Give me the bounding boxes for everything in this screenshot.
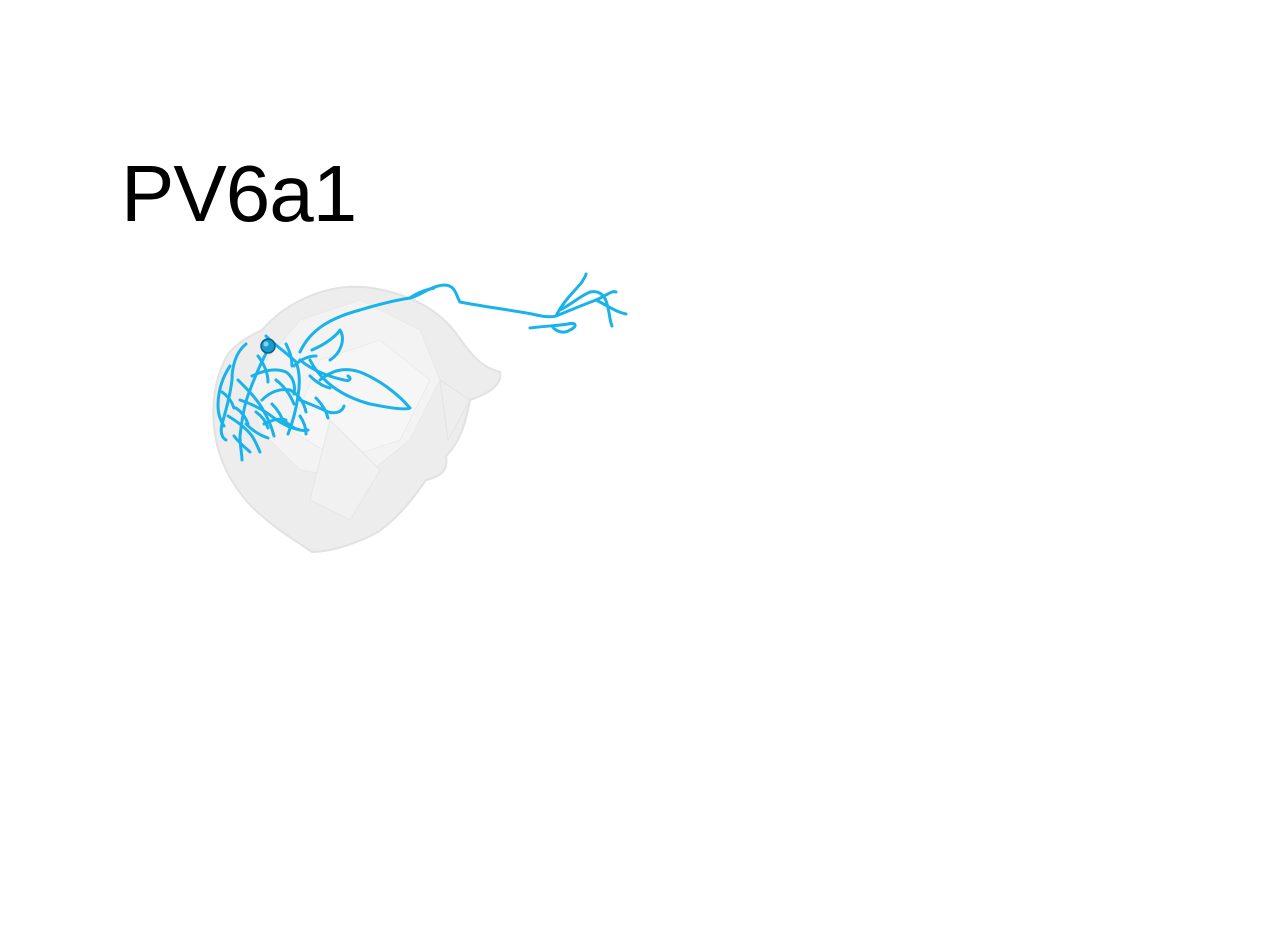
figure-title: PV6a1	[121, 149, 357, 238]
neuron-skeleton	[216, 272, 628, 462]
soma	[260, 338, 276, 354]
neuropil-mesh	[212, 285, 502, 554]
